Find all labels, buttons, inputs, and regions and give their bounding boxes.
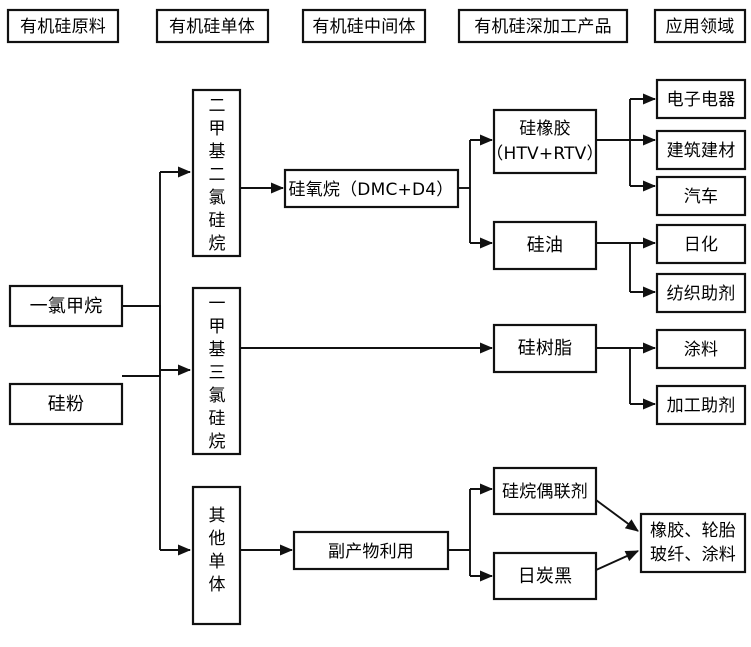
node-label-silane-coupling-agent: 硅烷偶联剂 bbox=[502, 482, 588, 502]
node-byproduct-utilization: 副产物利用 bbox=[292, 530, 450, 571]
intermediate-group: 硅氧烷（DMC+D4） 副产物利用 bbox=[283, 168, 460, 571]
deep-product-group: 硅橡胶 （HTV+RTV） 硅油 硅树脂 硅烷偶联剂 日炭黑 bbox=[486, 108, 604, 601]
node-app-textile-auxiliary: 纺织助剂 bbox=[655, 272, 747, 314]
node-label-silicone-resin: 硅树脂 bbox=[518, 338, 573, 359]
connector-layer bbox=[122, 93, 657, 582]
node-label-other-c2: 单 bbox=[209, 552, 226, 572]
header-label-monomer: 有机硅单体 bbox=[169, 17, 255, 37]
header-label-application: 应用领域 bbox=[666, 17, 735, 37]
node-label-byproduct: 副产物利用 bbox=[328, 542, 414, 562]
node-label-silicone-rubber-line2: （HTV+RTV） bbox=[486, 144, 603, 164]
node-label-app-textile-auxiliary: 纺织助剂 bbox=[667, 284, 736, 304]
node-methyltrichlorosilane: 一 甲 基 三 氯 硅 烷 bbox=[191, 286, 242, 456]
node-silicone-resin: 硅树脂 bbox=[492, 323, 598, 374]
node-siloxane: 硅氧烷（DMC+D4） bbox=[283, 168, 460, 209]
connector-silane-to-rubbertire bbox=[595, 499, 639, 532]
node-label-app-construction: 建筑建材 bbox=[667, 141, 736, 161]
node-label-methyltri-c5: 硅 bbox=[209, 409, 226, 429]
application-group: 电子电器 建筑建材 汽车 日化 纺织助剂 涂料 bbox=[639, 78, 747, 574]
node-label-dimethyl-c5: 硅 bbox=[209, 211, 226, 231]
node-label-app-daily-chemical: 日化 bbox=[684, 235, 718, 255]
node-label-methyltri-c1: 甲 bbox=[209, 317, 226, 337]
node-label-app-electronics: 电子电器 bbox=[667, 90, 736, 110]
node-label-methyltri-c6: 烷 bbox=[209, 432, 226, 452]
node-label-dimethyl-c0: 二 bbox=[209, 96, 226, 116]
monomer-group: 二 甲 基 二 氯 硅 烷 一 甲 基 三 氯 硅 烷 其 他 bbox=[191, 88, 242, 626]
connector-silicon-to-bus bbox=[122, 370, 161, 377]
node-app-daily-chemical: 日化 bbox=[655, 223, 747, 265]
node-app-electronics: 电子电器 bbox=[655, 78, 747, 120]
node-label-methyltri-c4: 氯 bbox=[209, 386, 226, 406]
node-carbon-black: 日炭黑 bbox=[492, 551, 598, 601]
node-label-other-c3: 体 bbox=[209, 575, 226, 595]
node-label-silicone-rubber-line1: 硅橡胶 bbox=[519, 119, 571, 139]
node-app-automotive: 汽车 bbox=[655, 175, 747, 217]
node-label-dimethyl-c6: 烷 bbox=[209, 234, 226, 254]
node-label-app-rubber-tire-line1: 橡胶、轮胎 bbox=[650, 521, 736, 541]
header-box-deep: 有机硅深加工产品 bbox=[457, 8, 629, 44]
node-label-methyltri-c3: 三 bbox=[209, 363, 226, 383]
node-label-dimethyl-c3: 二 bbox=[209, 165, 226, 185]
node-app-construction: 建筑建材 bbox=[655, 129, 747, 171]
header-label-deep: 有机硅深加工产品 bbox=[474, 17, 612, 37]
header-box-application: 应用领域 bbox=[653, 8, 747, 44]
node-silicon-powder: 硅粉 bbox=[8, 382, 124, 426]
node-app-processing-aid: 加工助剂 bbox=[655, 384, 747, 426]
header-label-intermediate: 有机硅中间体 bbox=[312, 17, 415, 37]
node-chloromethane: 一氯甲烷 bbox=[8, 284, 124, 328]
node-label-app-coatings: 涂料 bbox=[684, 340, 718, 360]
node-other-monomer: 其 他 单 体 bbox=[191, 485, 242, 626]
node-label-other-c0: 其 bbox=[209, 506, 226, 526]
header-box-monomer: 有机硅单体 bbox=[155, 8, 270, 44]
node-label-app-automotive: 汽车 bbox=[684, 187, 718, 207]
header-row: 有机硅原料 有机硅单体 有机硅中间体 有机硅深加工产品 应用领域 bbox=[6, 8, 747, 44]
raw-material-group: 一氯甲烷 硅粉 bbox=[8, 284, 124, 426]
node-label-other-c1: 他 bbox=[209, 529, 226, 549]
node-label-silicone-oil: 硅油 bbox=[527, 235, 563, 256]
node-silicone-rubber: 硅橡胶 （HTV+RTV） bbox=[486, 108, 604, 175]
node-label-dimethyl-c1: 甲 bbox=[209, 119, 226, 139]
node-label-silicon-powder: 硅粉 bbox=[48, 394, 84, 415]
node-dimethyldichlorosilane: 二 甲 基 二 氯 硅 烷 bbox=[191, 88, 242, 258]
node-label-dimethyl-c4: 氯 bbox=[209, 188, 226, 208]
node-label-app-processing-aid: 加工助剂 bbox=[667, 396, 736, 416]
header-label-raw: 有机硅原料 bbox=[20, 17, 106, 37]
node-label-carbon-black: 日炭黑 bbox=[518, 566, 573, 587]
node-app-coatings: 涂料 bbox=[655, 328, 747, 370]
header-box-intermediate: 有机硅中间体 bbox=[301, 8, 427, 44]
node-label-siloxane: 硅氧烷（DMC+D4） bbox=[289, 180, 454, 200]
connector-carbonblack-to-rubbertire bbox=[595, 550, 639, 571]
node-label-methyltri-c0: 一 bbox=[209, 294, 226, 314]
connector-chloromethane-to-bus bbox=[122, 305, 161, 370]
node-label-app-rubber-tire-line2: 玻纤、涂料 bbox=[650, 545, 736, 565]
node-silicone-oil: 硅油 bbox=[492, 220, 598, 271]
node-app-rubber-tire-glassfiber: 橡胶、轮胎 玻纤、涂料 bbox=[639, 512, 747, 574]
header-box-raw: 有机硅原料 bbox=[6, 8, 120, 44]
node-label-chloromethane: 一氯甲烷 bbox=[30, 296, 103, 317]
node-label-methyltri-c2: 基 bbox=[209, 340, 226, 360]
node-label-dimethyl-c2: 基 bbox=[209, 142, 226, 162]
node-silane-coupling-agent: 硅烷偶联剂 bbox=[492, 466, 598, 516]
